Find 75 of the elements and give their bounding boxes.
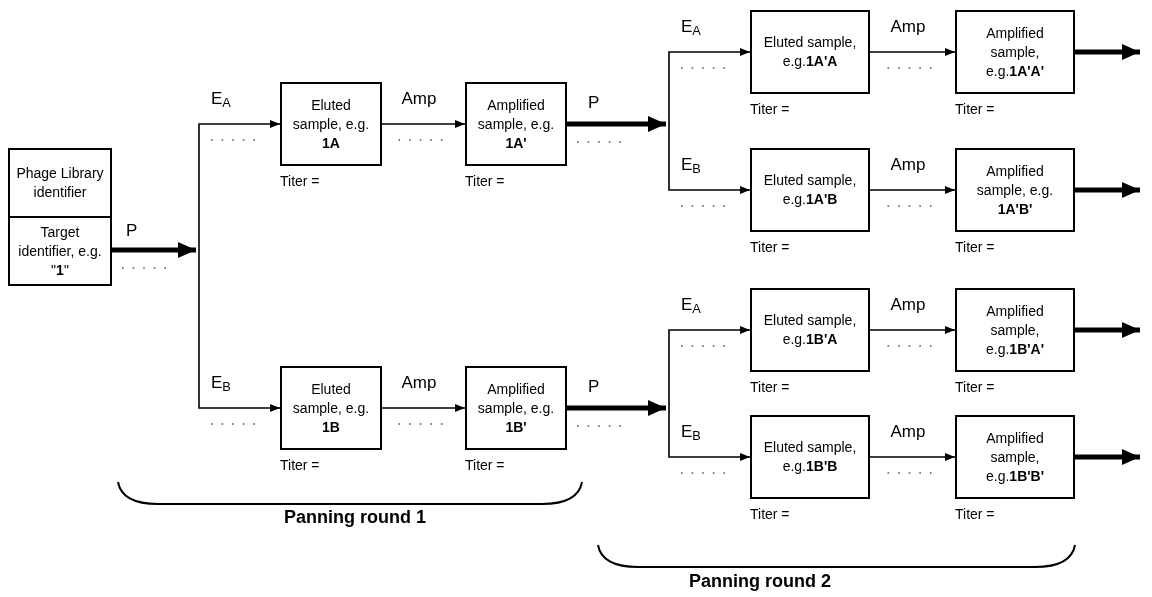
process-box (465, 82, 567, 166)
titer-label: Titer = (465, 458, 505, 472)
titer-label: Titer = (280, 458, 320, 472)
edge-label: E$_{A}$ (679, 18, 703, 35)
titer-label: Titer = (750, 240, 790, 254)
arrow (668, 123, 751, 194)
edge-label: E$_{B}$ (679, 423, 703, 440)
titer-label: Titer = (955, 380, 995, 394)
box-text: Eluted sample, e.g. 1B (291, 379, 371, 437)
arrow (1075, 322, 1140, 338)
arrow (668, 326, 751, 409)
arrow (567, 400, 666, 416)
arrow (381, 404, 466, 412)
arrow (381, 120, 466, 128)
titer-label: Titer = (955, 507, 995, 521)
edge-label: Amp (888, 423, 928, 440)
arrow (869, 48, 956, 56)
arrow (1075, 182, 1140, 198)
box-text: Eluted sample, e.g.1B'B (762, 438, 858, 476)
arrow (1075, 449, 1140, 465)
process-box (750, 288, 870, 372)
arrow (1075, 44, 1140, 60)
box-text: Amplified sample, e.g.1B'B' (985, 428, 1045, 486)
arrow (869, 186, 956, 194)
edge-label: Amp (399, 374, 439, 391)
process-box (750, 148, 870, 232)
process-box (955, 148, 1075, 232)
arrow (112, 242, 196, 258)
box-text: Eluted sample, e.g. 1A (291, 95, 371, 153)
titer-label: Titer = (750, 102, 790, 116)
box-text: Eluted sample, e.g.1A'B (762, 171, 858, 209)
group-label: Panning round 2 (688, 572, 832, 590)
edge-label: E$_{A}$ (209, 90, 233, 107)
box-text: Amplified sample, e.g.1B'A' (985, 301, 1045, 359)
titer-label: Titer = (955, 102, 995, 116)
step-label: P (588, 94, 600, 111)
titer-label: Titer = (280, 174, 320, 188)
edge-label: Amp (888, 156, 928, 173)
process-box (750, 10, 870, 94)
titer-label: Titer = (465, 174, 505, 188)
step-label: P (126, 222, 138, 239)
edge-label: Amp (888, 296, 928, 313)
group-label: Panning round 1 (283, 508, 427, 526)
arrow (668, 48, 751, 125)
arrow (198, 249, 281, 412)
edge-label: E$_{A}$ (679, 296, 703, 313)
box-text: Amplified sample, e.g. 1A' (476, 95, 556, 153)
split-box (8, 148, 112, 286)
arrow (198, 120, 281, 251)
step-label: P (588, 378, 600, 395)
edge-label: E$_{B}$ (209, 374, 233, 391)
titer-label: Titer = (750, 507, 790, 521)
process-box (955, 288, 1075, 372)
box-text: Phage Library identifier (15, 164, 105, 202)
arrow (668, 407, 751, 461)
arrow (567, 116, 666, 132)
process-box (280, 366, 382, 450)
box-text: Eluted sample, e.g.1A'A (762, 33, 858, 71)
box-text: Amplified sample, e.g.1A'A' (985, 23, 1045, 81)
process-box (280, 82, 382, 166)
process-box (955, 415, 1075, 499)
process-box (750, 415, 870, 499)
titer-label: Titer = (955, 240, 995, 254)
box-text: Eluted sample, e.g.1B'A (762, 311, 858, 349)
box-text: Target identifier, e.g. "1" (17, 222, 103, 280)
process-box (955, 10, 1075, 94)
edge-label: E$_{B}$ (679, 156, 703, 173)
process-box (465, 366, 567, 450)
arrow (869, 453, 956, 461)
arrow (869, 326, 956, 334)
titer-label: Titer = (750, 380, 790, 394)
edge-label: Amp (888, 18, 928, 35)
box-text: Amplified sample, e.g. 1B' (476, 379, 556, 437)
box-text: Amplified sample, e.g. 1A'B' (975, 161, 1055, 219)
edge-label: Amp (399, 90, 439, 107)
